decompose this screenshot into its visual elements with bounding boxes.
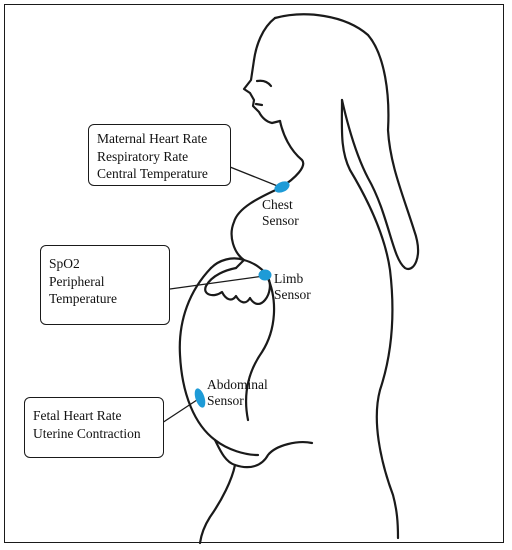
abdominal-measurement-line-1: Fetal Heart Rate xyxy=(33,408,122,423)
limb-sensor-label-line-1: Limb xyxy=(274,271,304,286)
limb-sensor-marker xyxy=(258,269,272,281)
abdominal-sensor-label-line-2: Sensor xyxy=(207,393,244,408)
limb-measurement-line-2: Peripheral xyxy=(49,273,105,289)
abdominal-measurement-box: Fetal Heart Rate Uterine Contraction xyxy=(24,397,164,458)
chest-connector xyxy=(229,166,281,188)
lower-hand-outline xyxy=(213,438,314,469)
abdominal-sensor-label: Abdominal Sensor xyxy=(207,377,268,409)
limb-measurement-line-3: Temperature xyxy=(49,291,118,306)
belly-outline xyxy=(178,266,260,457)
chest-sensor-marker xyxy=(274,181,290,193)
limb-connector xyxy=(169,275,265,290)
chest-measurement-line-1: Maternal Heart Rate xyxy=(97,131,208,146)
arm-outline xyxy=(245,274,276,422)
hair-outline xyxy=(273,13,420,271)
abdominal-measurement-line-2: Uterine Contraction xyxy=(33,425,141,441)
abdominal-sensor-marker xyxy=(194,388,206,408)
chest-sensor-label: Chest Sensor xyxy=(262,197,299,229)
face-profile-outline xyxy=(242,58,282,125)
limb-measurement-box: SpO2 Peripheral Temperature xyxy=(40,245,170,325)
limb-measurement-line-1: SpO2 xyxy=(49,256,80,271)
eyelid-line xyxy=(255,79,273,88)
chest-sensor-label-line-2: Sensor xyxy=(262,213,299,228)
chest-measurement-line-3: Central Temperature xyxy=(97,166,208,181)
hand-outline xyxy=(204,257,271,305)
chest-measurement-line-2: Respiratory Rate xyxy=(97,148,189,164)
chest-measurement-box: Maternal Heart Rate Respiratory Rate Cen… xyxy=(88,124,231,186)
leg-outline xyxy=(198,463,237,545)
hair-front-outline xyxy=(252,16,277,62)
limb-sensor-label-line-2: Sensor xyxy=(274,287,311,302)
limb-sensor-label: Limb Sensor xyxy=(274,271,311,303)
abdominal-connector xyxy=(161,397,201,424)
chest-sensor-label-line-1: Chest xyxy=(262,197,293,212)
front-torso-outline xyxy=(230,119,305,270)
abdominal-sensor-label-line-1: Abdominal xyxy=(207,377,268,392)
mouth-line xyxy=(254,102,264,107)
back-outline xyxy=(340,98,400,540)
